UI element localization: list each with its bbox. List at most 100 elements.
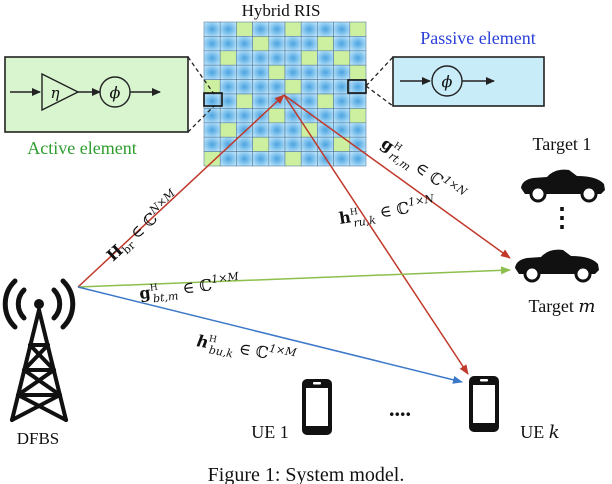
ris-passive-cell — [300, 79, 318, 95]
ue-dots: .... — [389, 396, 411, 421]
label-h-bu: hHbu,k ∈ ℂ1×M — [195, 329, 299, 371]
ris-passive-cell — [317, 21, 334, 37]
base-station-icon — [2, 278, 76, 422]
ris-active-cell — [300, 50, 318, 66]
ris-passive-cell — [284, 64, 302, 80]
ris-passive-cell — [333, 108, 351, 124]
ris-passive-cell — [268, 50, 286, 66]
ris-passive-cell — [236, 50, 253, 66]
ris-passive-cell — [203, 122, 221, 138]
ris-passive-cell — [284, 50, 302, 66]
active-element-box — [4, 56, 189, 133]
ris-active-cell — [317, 93, 334, 109]
ris-passive-cell — [349, 50, 367, 66]
ris-passive-cell — [284, 36, 302, 52]
ris-passive-cell — [349, 93, 367, 109]
ris-passive-cell — [236, 108, 253, 124]
ris-passive-cell — [333, 122, 351, 138]
ris-active-cell — [252, 136, 270, 152]
passive-element: ϕ — [392, 56, 545, 107]
ris-passive-cell — [268, 21, 286, 37]
ris-passive-cell — [284, 108, 302, 124]
ris-passive-cell — [300, 64, 318, 80]
target-1-label: Target 1 — [533, 134, 592, 154]
ris-passive-cell — [268, 36, 286, 52]
target-dots: ⋮ — [549, 203, 575, 232]
ris-active-cell — [203, 151, 221, 167]
ris-active-cell — [236, 93, 253, 109]
ris-passive-cell — [333, 93, 351, 109]
passive-element-label: Passive element — [420, 28, 535, 48]
ris-passive-cell — [300, 108, 318, 124]
ris-active-cell — [333, 50, 351, 66]
ris-active-cell — [317, 36, 334, 52]
label-H-br: Hbr ∈ ℂN×M — [101, 186, 185, 267]
ris-passive-cell — [219, 36, 237, 52]
ris-active-cell — [236, 21, 253, 37]
ris-passive-cell — [333, 64, 351, 80]
phone-icon-ue-k — [469, 376, 499, 432]
active-phase-symbol: ϕ — [110, 83, 121, 102]
ris-title: Hybrid RIS — [242, 1, 321, 20]
ris-passive-cell — [219, 136, 237, 152]
active-element-label: Active element — [27, 138, 136, 158]
label-g-bt: gHbt,m ∈ ℂ1×M — [138, 270, 242, 307]
ris-passive-cell — [203, 108, 221, 124]
ris-passive-cell — [219, 108, 237, 124]
ris-passive-cell — [219, 21, 237, 37]
ris-passive-cell — [236, 136, 253, 152]
amplifier-icon — [41, 72, 80, 112]
ris-passive-cell — [236, 151, 253, 167]
link-bs-ris — [77, 94, 285, 288]
passive-phase-symbol: ϕ — [442, 72, 453, 91]
ris-active-cell — [219, 50, 237, 66]
ris-passive-cell — [236, 36, 253, 52]
ris-passive-cell — [349, 36, 367, 52]
amplifier-symbol: η — [51, 84, 60, 102]
ris-active-cell — [349, 64, 367, 80]
ris-passive-cell — [333, 21, 351, 37]
ue-1-label: UE 1 — [251, 422, 289, 442]
ris-passive-cell — [268, 151, 286, 167]
link-bs-target — [77, 266, 511, 288]
ris-active-cell — [252, 36, 270, 52]
ris-passive-cell — [252, 151, 270, 167]
link-ris-target — [283, 94, 511, 259]
bs-label: DFBS — [17, 429, 60, 448]
ris-passive-cell — [203, 64, 221, 80]
ris-passive-cell — [349, 151, 367, 167]
target-m-label: Target m — [529, 296, 596, 317]
ris-passive-cell — [268, 136, 286, 152]
ris-grid — [203, 21, 367, 167]
phone-icon-ue-1 — [302, 379, 332, 435]
ris-passive-cell — [203, 50, 221, 66]
active-element: η ϕ — [4, 56, 189, 133]
ris-passive-cell — [252, 64, 270, 80]
figure-caption: Figure 1: System model. — [208, 464, 405, 484]
ris-active-cell — [268, 108, 286, 124]
ris-passive-cell — [333, 36, 351, 52]
link-ris-ue — [283, 94, 469, 375]
ris-passive-cell — [284, 122, 302, 138]
ris-passive-cell — [268, 79, 286, 95]
ris-active-cell — [333, 136, 351, 152]
ris-active-cell — [268, 64, 286, 80]
active-cell-highlight — [203, 92, 223, 107]
ris-passive-cell — [349, 122, 367, 138]
ris-passive-cell — [252, 122, 270, 138]
link-bs-ue — [77, 286, 463, 384]
ris-active-cell — [219, 122, 237, 138]
ris-passive-cell — [236, 79, 253, 95]
ris-active-cell — [284, 21, 302, 37]
car-icon-target-1 — [521, 169, 605, 203]
ris-passive-cell — [349, 79, 367, 95]
ris-passive-cell — [300, 136, 318, 152]
ris-passive-cell — [252, 79, 270, 95]
ris-passive-cell — [300, 151, 318, 167]
ris-passive-cell — [219, 151, 237, 167]
ris-passive-cell — [300, 36, 318, 52]
ris-passive-cell — [219, 64, 237, 80]
ris-active-cell — [349, 21, 367, 37]
ris-passive-cell — [317, 64, 334, 80]
